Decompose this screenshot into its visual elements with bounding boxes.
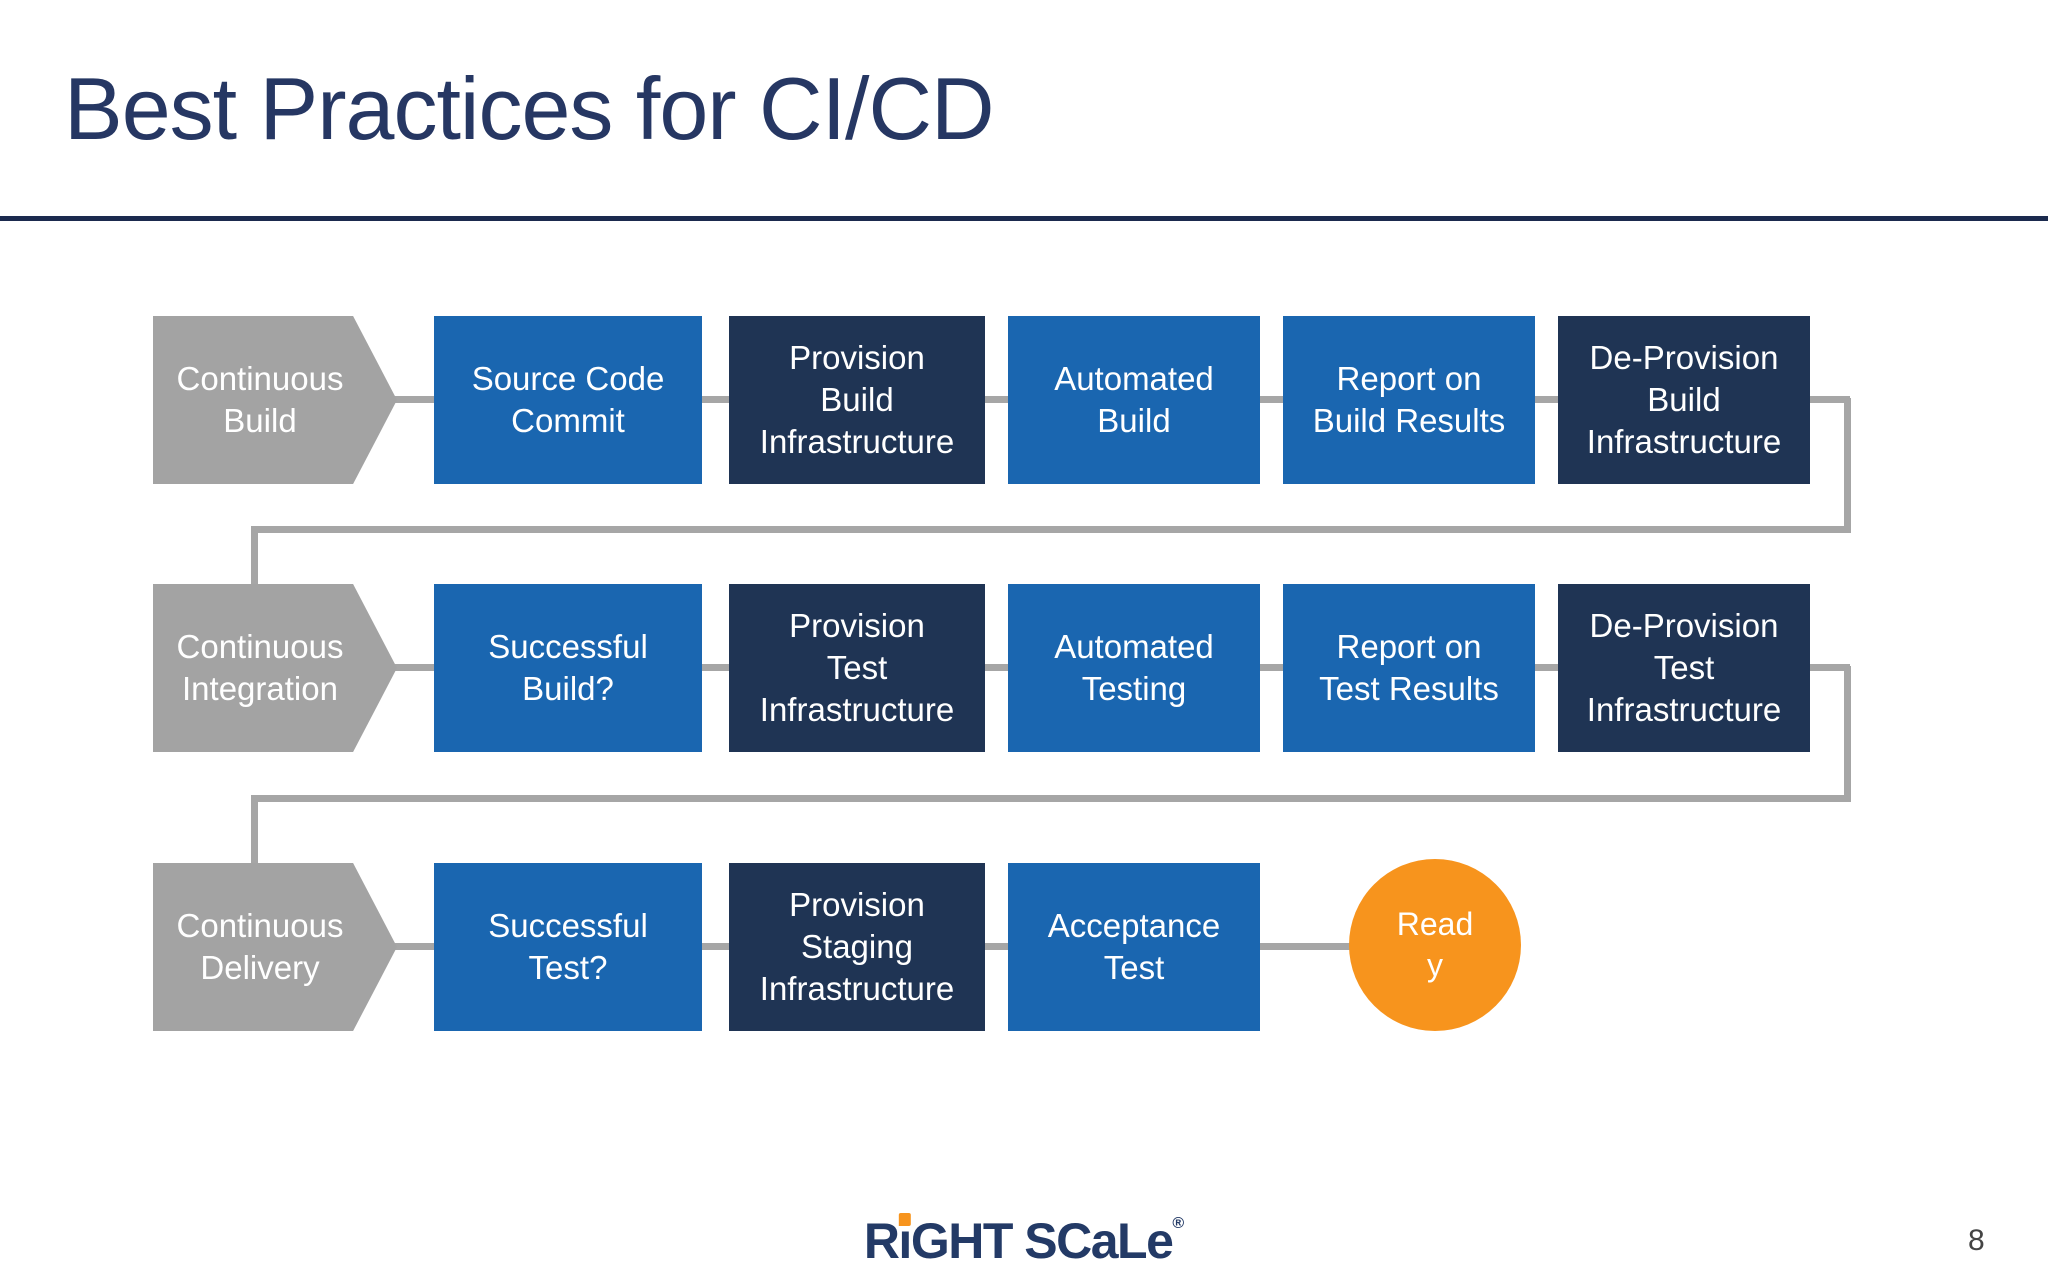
connector-loop2-down-left bbox=[251, 795, 258, 871]
rightscale-logo-text: RıGHT SCaLe bbox=[863, 1213, 1174, 1269]
connector-loop1-down-left bbox=[251, 526, 258, 592]
connector-loop1-down-right bbox=[1844, 398, 1851, 533]
rightscale-logo: RıGHT SCaLe® bbox=[864, 1212, 1184, 1270]
title-divider bbox=[0, 216, 2048, 221]
page-number: 8 bbox=[1968, 1224, 1985, 1257]
registered-trademark-mark: ® bbox=[1172, 1215, 1185, 1232]
connector-loop2-down-right bbox=[1844, 666, 1851, 802]
connector-loop1-horizontal bbox=[251, 526, 1851, 533]
connector-loop2-horizontal bbox=[251, 795, 1851, 802]
page-title: Best Practices for CI/CD bbox=[64, 59, 995, 158]
logo-orange-i-dot-icon bbox=[898, 1213, 911, 1226]
